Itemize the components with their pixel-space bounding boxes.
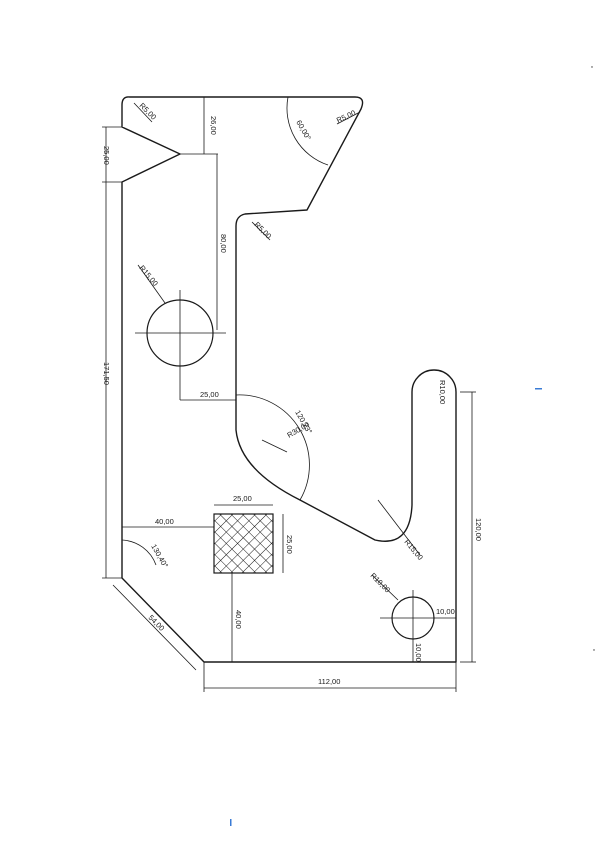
r5-leader-topright xyxy=(336,111,361,125)
r5-leader-mid xyxy=(251,221,271,241)
label-40-vertical: 40,00 xyxy=(234,610,243,629)
label-26: 26,00 xyxy=(209,116,218,135)
label-10-vertical: 10,00 xyxy=(414,643,423,662)
dim-54-line xyxy=(112,584,197,671)
label-171: 171,50 xyxy=(102,362,111,385)
label-40-horizontal: 40,00 xyxy=(155,517,174,526)
blue-speck-bottom xyxy=(230,819,232,826)
label-r5-topleft: R5,00 xyxy=(138,101,159,122)
label-r15-bottom: R15,00 xyxy=(402,538,424,562)
dot-bottom-right xyxy=(593,649,595,651)
label-80: 80,00 xyxy=(219,234,228,253)
r30-leader xyxy=(261,439,288,453)
label-25-square-h: 25,00 xyxy=(285,535,294,554)
dot-top-right xyxy=(591,66,593,68)
label-r30: R30,00 xyxy=(286,420,311,440)
r10-leader-hole xyxy=(371,574,399,601)
label-25-horizontal: 25,00 xyxy=(200,390,219,399)
label-10-horizontal: 10,00 xyxy=(436,607,455,616)
label-r10-slot: R10,00 xyxy=(438,380,447,404)
angle60-arc xyxy=(286,96,329,166)
label-r15-large: R15,00 xyxy=(137,264,159,288)
label-angle130: 130,40° xyxy=(149,543,170,570)
label-25-left: 25,00 xyxy=(102,146,111,165)
blue-speck-right xyxy=(535,388,542,390)
label-25-square-w: 25,00 xyxy=(233,494,252,503)
label-r10-hole: R10,00 xyxy=(369,571,392,594)
label-angle60: 60,00° xyxy=(294,119,313,142)
angle130-arc xyxy=(121,539,157,566)
label-120: 120,00 xyxy=(474,518,483,541)
label-112: 112,00 xyxy=(318,677,340,686)
r5-leader-topleft xyxy=(133,102,153,123)
label-r5-mid: R5,00 xyxy=(253,220,274,241)
r15-leader-bottom xyxy=(377,499,421,556)
r15-leader-large xyxy=(137,264,166,304)
crosshatched-square xyxy=(213,513,274,574)
part-outline xyxy=(121,96,457,663)
arc-120-indicator xyxy=(235,394,310,501)
